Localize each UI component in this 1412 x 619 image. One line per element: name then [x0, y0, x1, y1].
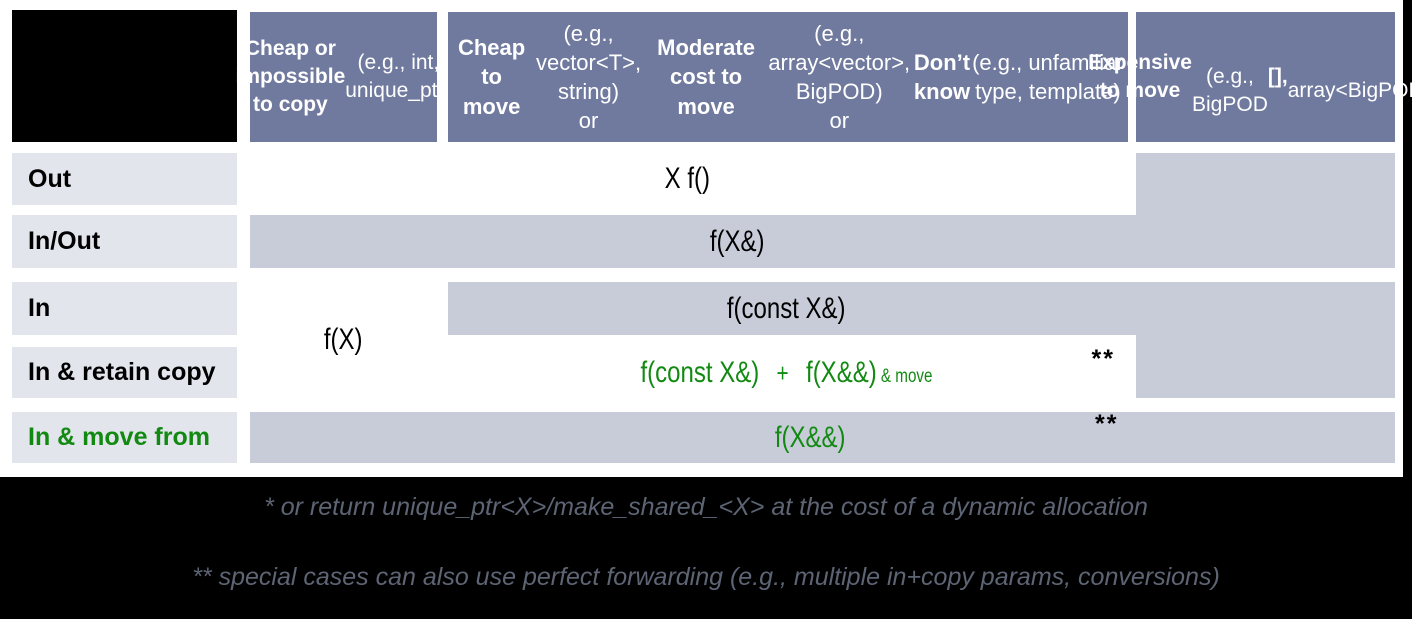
row-label-in: In: [12, 282, 237, 335]
in-const-ref-code-text: f(const X&): [727, 291, 846, 325]
double-asterisk-marker: **: [1095, 410, 1119, 438]
header-cheap-or-impossible-to-copy: Cheap or impossible to copy (e.g., int, …: [236, 12, 451, 142]
in-retain-copy-code-text: f(const X&) + f(X&&) & move: [640, 355, 933, 389]
cell-in-const-ref-text-layer: f(const X&): [448, 282, 1125, 335]
row-label-in-move-from: In & move from: [12, 412, 237, 463]
double-asterisk-marker: **: [1091, 345, 1115, 373]
footnote-2: ** special cases can also use perfect fo…: [192, 563, 1220, 591]
cell-out-return-by-value: X f(): [250, 153, 1125, 205]
footnote-1: * or return unique_ptr<X>/make_shared_<X…: [264, 493, 1148, 521]
cell-in-retain-copy: f(const X&) + f(X&&) & move **: [448, 345, 1125, 398]
inout-code-text: f(X&): [710, 224, 765, 258]
cell-inout: [250, 215, 1136, 268]
right-edge-strip: [1403, 0, 1412, 477]
row-label-out: Out: [12, 153, 237, 205]
in-move-from-code-text: f(X&&): [774, 420, 846, 454]
row-label-in-retain-copy: In & retain copy: [12, 347, 237, 398]
corner-box: [12, 10, 237, 142]
cell-inout-expensive-extension: [1136, 153, 1395, 268]
cell-in-const-ref: [448, 282, 1136, 335]
cell-in-move-from-text-layer: f(X&&): [250, 412, 1370, 463]
row-label-in-out: In/Out: [12, 215, 237, 268]
out-code-text: X f(): [664, 162, 711, 195]
header-cheap-or-moderate-move: Cheap to move (e.g., vector<T>, string) …: [448, 12, 1128, 142]
cell-in-by-value: f(X): [250, 282, 437, 398]
cell-in-move-from: **: [250, 410, 1395, 463]
header-expensive-to-move: Expensive to move (e.g., BigPOD[], array…: [1088, 12, 1412, 142]
cell-inout-text-layer: f(X&): [250, 215, 1225, 268]
footer-band: * or return unique_ptr<X>/make_shared_<X…: [0, 477, 1412, 619]
cell-in-const-ref-expensive-extension: [1136, 282, 1395, 398]
in-by-value-code-text: f(X): [324, 323, 363, 356]
